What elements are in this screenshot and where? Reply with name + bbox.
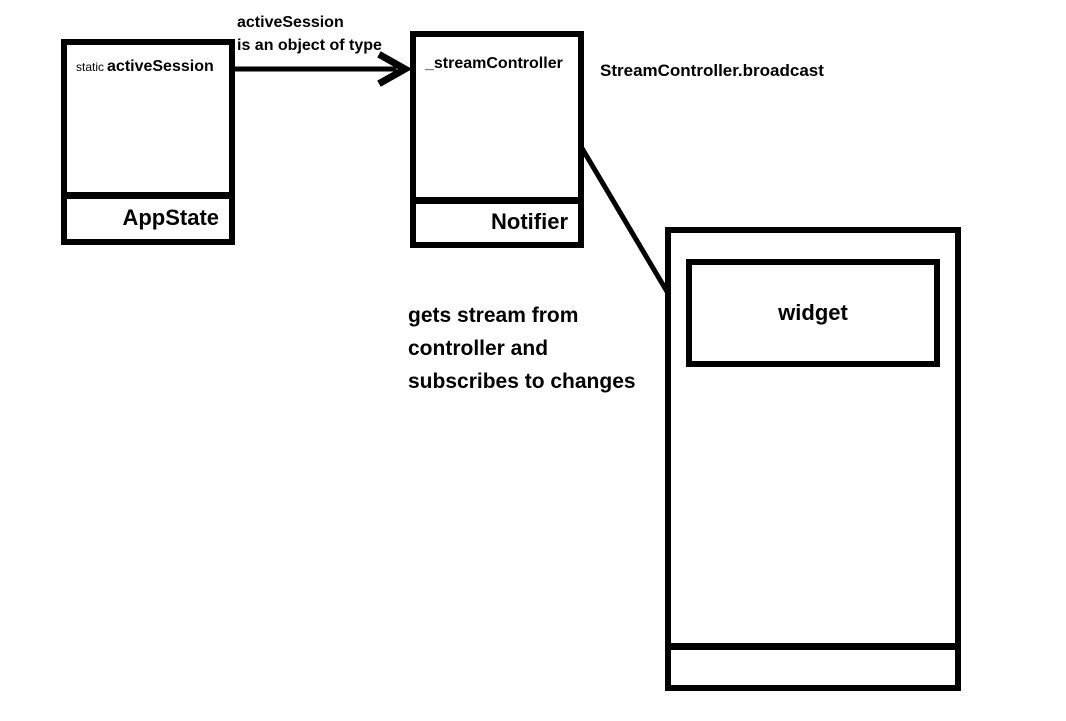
widget-label: widget — [778, 300, 848, 325]
appstate-title: AppState — [67, 192, 229, 239]
appstate-member-modifier: static — [76, 60, 105, 74]
appstate-member-name: activeSession — [107, 58, 214, 75]
widget-box: widget — [686, 259, 940, 367]
notifier-class-box: _streamController Notifier — [410, 31, 584, 248]
arrow-type-note: activeSession is an object of type — [237, 14, 382, 54]
notifier-member-streamcontroller: _streamController — [416, 37, 578, 73]
arrow-activesession-to-notifier — [208, 51, 413, 87]
notifier-title: Notifier — [416, 197, 578, 242]
notifier-body: _streamController — [416, 37, 578, 197]
broadcast-note: StreamController.broadcast — [600, 61, 824, 80]
subscribe-note: gets stream from controller and subscrib… — [408, 304, 636, 393]
notifier-member-name: _streamController — [425, 55, 563, 72]
widget-container-title — [671, 643, 955, 685]
